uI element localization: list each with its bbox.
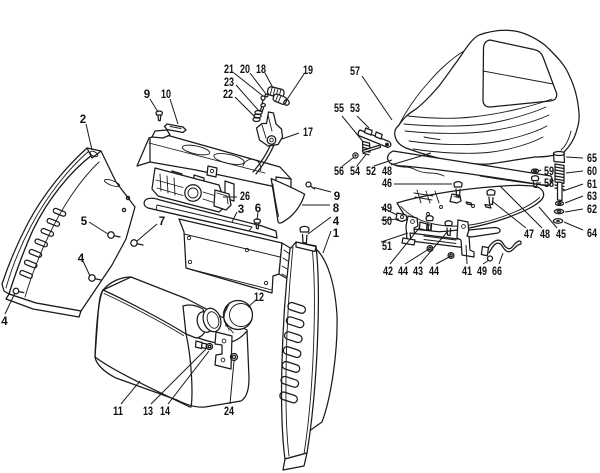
- svg-text:44: 44: [398, 266, 408, 278]
- svg-text:10: 10: [161, 89, 171, 101]
- svg-text:52: 52: [366, 166, 376, 178]
- svg-text:2: 2: [80, 114, 86, 126]
- svg-text:49: 49: [382, 203, 392, 215]
- svg-text:5: 5: [81, 216, 88, 228]
- svg-text:55: 55: [334, 103, 344, 115]
- svg-text:3: 3: [238, 204, 244, 216]
- svg-text:43: 43: [413, 266, 423, 278]
- svg-text:24: 24: [224, 406, 234, 418]
- svg-text:21: 21: [224, 64, 234, 76]
- svg-text:4: 4: [78, 253, 85, 265]
- svg-text:45: 45: [556, 229, 566, 241]
- svg-text:59: 59: [544, 166, 554, 178]
- svg-text:42: 42: [383, 266, 393, 278]
- svg-text:6: 6: [255, 203, 261, 215]
- svg-text:13: 13: [143, 406, 153, 418]
- svg-text:48: 48: [540, 229, 550, 241]
- svg-text:19: 19: [303, 65, 313, 77]
- svg-text:44: 44: [429, 266, 439, 278]
- svg-text:41: 41: [462, 266, 472, 278]
- svg-text:53: 53: [350, 103, 360, 115]
- svg-text:20: 20: [240, 64, 250, 76]
- svg-text:46: 46: [382, 178, 392, 190]
- svg-text:17: 17: [303, 127, 313, 139]
- svg-text:56: 56: [334, 166, 344, 178]
- svg-text:47: 47: [524, 229, 534, 241]
- svg-text:61: 61: [587, 179, 597, 191]
- svg-text:51: 51: [382, 241, 392, 253]
- svg-text:11: 11: [113, 406, 123, 418]
- svg-text:9: 9: [334, 191, 340, 203]
- svg-text:57: 57: [350, 66, 360, 78]
- svg-text:50: 50: [382, 216, 392, 228]
- svg-text:63: 63: [587, 191, 597, 203]
- svg-text:48: 48: [382, 166, 392, 178]
- svg-text:62: 62: [587, 204, 597, 216]
- svg-text:22: 22: [223, 89, 233, 101]
- svg-text:64: 64: [587, 228, 597, 240]
- svg-text:8: 8: [333, 203, 340, 215]
- svg-text:18: 18: [256, 64, 266, 76]
- svg-text:65: 65: [587, 153, 597, 165]
- svg-text:1: 1: [333, 228, 340, 240]
- svg-text:49: 49: [477, 266, 487, 278]
- svg-text:66: 66: [492, 266, 502, 278]
- svg-text:60: 60: [587, 166, 597, 178]
- svg-text:7: 7: [159, 216, 165, 228]
- svg-text:58: 58: [544, 178, 554, 190]
- svg-text:4: 4: [333, 216, 340, 228]
- svg-text:14: 14: [160, 406, 170, 418]
- svg-text:26: 26: [240, 191, 250, 203]
- svg-text:54: 54: [350, 166, 360, 178]
- svg-text:9: 9: [144, 89, 150, 101]
- svg-text:23: 23: [224, 77, 234, 89]
- svg-text:12: 12: [254, 292, 264, 304]
- svg-text:4: 4: [1, 316, 8, 328]
